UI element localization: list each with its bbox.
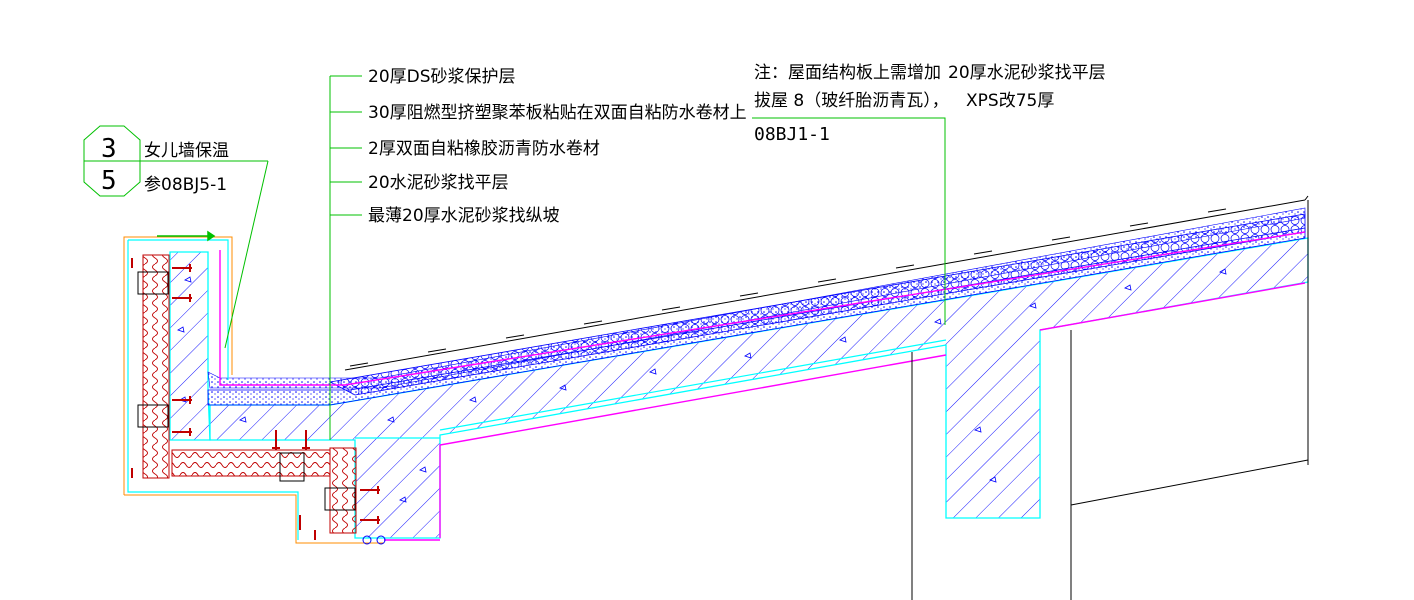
layer-label-3: 2厚双面自粘橡胶沥青防水卷材 — [368, 139, 600, 159]
building-walls — [911, 200, 1309, 600]
roof-shingle-surface — [344, 195, 1309, 371]
note-right-line-1: 20厚水泥砂浆找平层 — [948, 63, 1106, 83]
leader-lines — [83, 75, 946, 440]
parapet-flashing — [123, 236, 384, 544]
layers-leader-ticks — [330, 75, 362, 216]
flow-arrow — [157, 230, 216, 242]
parapet-leader — [224, 160, 269, 349]
index-symbol: 3 5 女儿墙保温 参08BJ5-1 — [101, 134, 229, 196]
layer-label-1: 20厚DS砂浆保护层 — [368, 67, 516, 87]
layer-label-4: 20水泥砂浆找平层 — [368, 173, 509, 193]
waterproof-membrane — [219, 231, 1306, 541]
index-reference: 参08BJ5-1 — [144, 175, 227, 195]
index-symbol-outline — [83, 125, 141, 197]
index-symbol-top: 3 — [101, 134, 117, 164]
note-line-3: 08BJ1-1 — [754, 124, 830, 145]
layer-callouts: 20厚DS砂浆保护层 30厚阻燃型挤塑聚苯板粘贴在双面自粘防水卷材上 2厚双面自… — [368, 67, 747, 226]
note-line-2: 拔屋 8（玻纤胎沥青瓦）， — [754, 91, 949, 111]
note-line-1: 注：屋面结构板上需增加 — [754, 63, 941, 83]
layer-label-5: 最薄20厚水泥砂浆找纵坡 — [368, 206, 560, 226]
note-right-line-2: XPS改75厚 — [966, 91, 1054, 111]
layer-label-2: 30厚阻燃型挤塑聚苯板粘贴在双面自粘防水卷材上 — [368, 103, 747, 123]
note-block: 注：屋面结构板上需增加 拔屋 8（玻纤胎沥青瓦）， 08BJ1-1 20厚水泥砂… — [754, 63, 1106, 145]
note-leader — [752, 117, 946, 325]
insulation-anchors — [131, 258, 380, 540]
index-symbol-bottom: 5 — [101, 166, 117, 196]
soffit-insulation — [171, 449, 331, 482]
parapet-insulation-vertical — [137, 254, 170, 479]
step-insulation — [324, 447, 357, 534]
parapet-wall — [169, 251, 211, 441]
index-title: 女儿墙保温 — [144, 141, 229, 161]
drain-fittings — [362, 535, 386, 545]
